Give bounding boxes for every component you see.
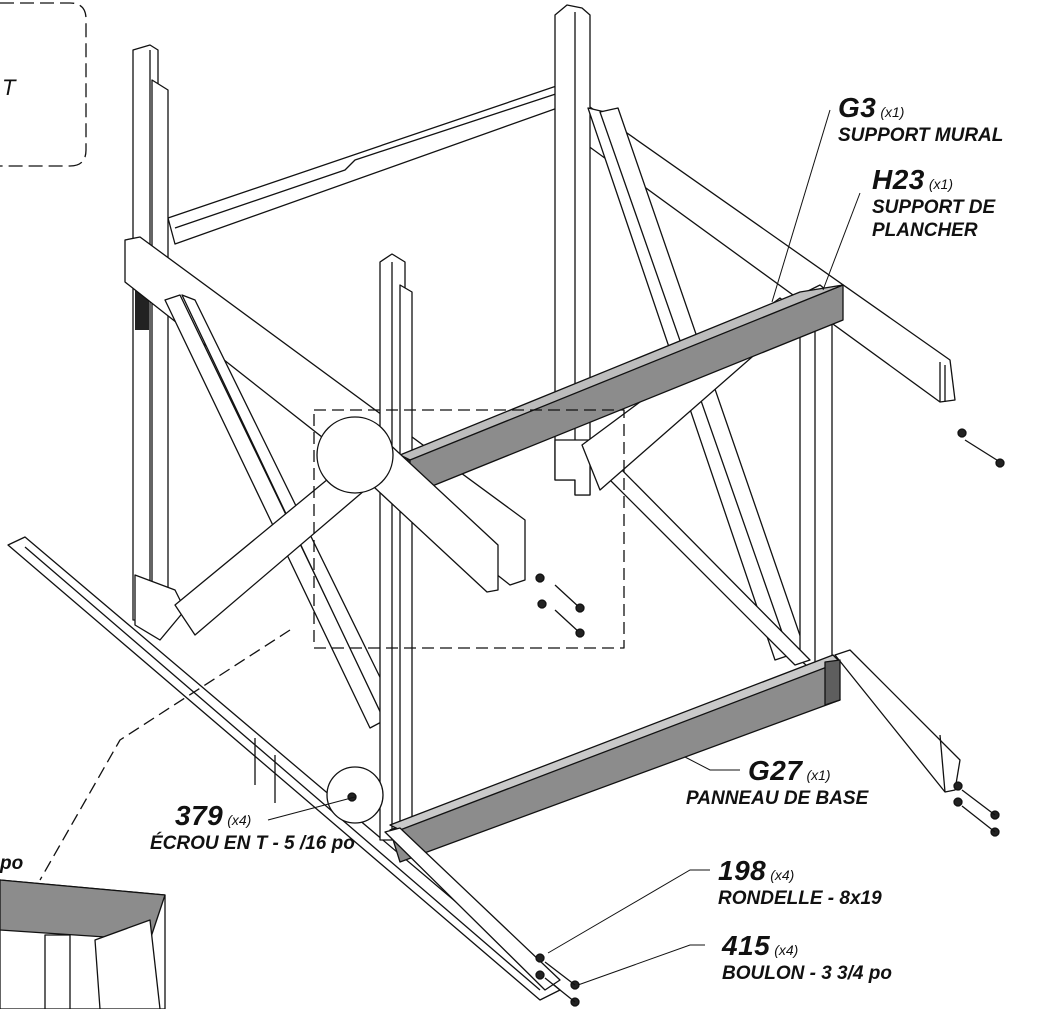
bolt-group-right [957, 428, 1005, 468]
partial-text-top-left: T [2, 75, 16, 100]
label-198-code: 198 [718, 855, 767, 886]
label-415-code: 415 [722, 930, 771, 961]
bottom-gusset [134, 574, 186, 641]
label-h23-qty: (x1) [928, 176, 953, 192]
bolt-group-base-right [953, 781, 1000, 837]
label-415-desc: BOULON - 3 3/4 po [722, 963, 892, 984]
label-g27-qty: (x1) [806, 767, 831, 783]
label-g3-desc: SUPPORT MURAL [838, 125, 1004, 146]
label-415-qty: (x4) [774, 942, 799, 958]
leader-h23 [822, 192, 861, 291]
label-h23-desc-2: PLANCHER [872, 220, 978, 241]
post-dark-block [135, 290, 149, 330]
round-gusset-top [316, 416, 394, 494]
left-back-post-inner [151, 79, 169, 601]
label-h23-desc-1: SUPPORT DE [872, 197, 996, 218]
front-right-post [799, 284, 833, 671]
label-g3: G3(x1) SUPPORT MURAL [838, 92, 1003, 147]
label-g27-code: G27 [748, 755, 803, 786]
label-379-code: 379 [175, 800, 224, 831]
label-415: 415(x4) BOULON - 3 3/4 po [722, 930, 892, 985]
label-h23: H23(x1) SUPPORT DE PLANCHER [872, 164, 995, 242]
detail-box-top-left [0, 2, 87, 167]
label-379-desc: ÉCROU EN T - 5 /16 po [150, 833, 355, 854]
right-base-rail [834, 649, 961, 793]
label-379: 379(x4) ÉCROU EN T - 5 /16 po [150, 800, 355, 855]
label-198: 198(x4) RONDELLE - 8x19 [718, 855, 882, 910]
label-198-desc: RONDELLE - 8x19 [718, 888, 882, 909]
detail-box-center [313, 409, 625, 649]
back-top-rail [167, 77, 581, 245]
label-g3-code: G3 [838, 92, 877, 123]
leader-415 [577, 944, 705, 986]
label-g27: G27(x1) PANNEAU DE BASE [686, 755, 868, 810]
leader-g3 [771, 109, 831, 303]
leader-198 [547, 869, 710, 954]
inset-detail [0, 879, 166, 1009]
leader-379 [267, 796, 356, 821]
front-center-post-inner [399, 284, 413, 831]
partial-text-bottom-left: po [0, 853, 24, 874]
label-379-qty: (x4) [227, 812, 252, 828]
label-g27-desc: PANNEAU DE BASE [686, 788, 869, 809]
bolt-group-base-left [535, 953, 580, 1007]
label-g3-qty: (x1) [880, 104, 905, 120]
label-h23-code: H23 [872, 164, 925, 195]
leader-g27 [684, 756, 740, 771]
front-base-rail [384, 827, 561, 991]
label-198-qty: (x4) [770, 867, 795, 883]
bolt-group-center [535, 573, 585, 638]
front-right-diagonal [599, 459, 811, 666]
detail-leader-dashed [39, 629, 291, 881]
t-nut [347, 792, 357, 802]
